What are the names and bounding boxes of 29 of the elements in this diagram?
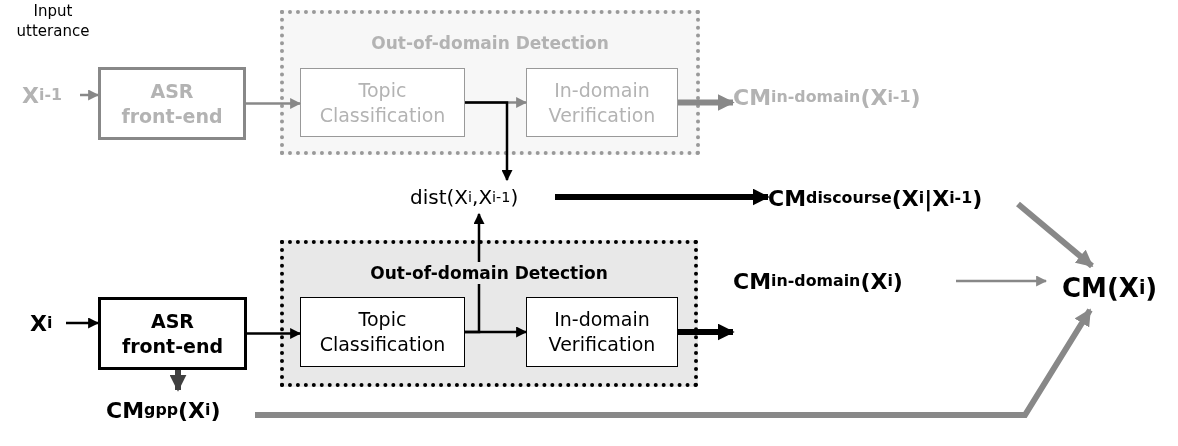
dotted-group-box: [280, 10, 700, 155]
process-box: [526, 68, 678, 137]
process-box: [98, 297, 247, 370]
box-label: Topic Classification: [318, 77, 447, 128]
arrow: [678, 323, 735, 341]
arrow: [247, 328, 302, 339]
box-label: ASR front-end: [120, 308, 225, 359]
box-label: Topic Classification: [318, 307, 447, 357]
arrow: [1016, 201, 1094, 269]
arrow: [80, 89, 100, 101]
input-note: Input utterance: [15, 2, 91, 41]
process-box: [300, 297, 465, 367]
process-box: [98, 67, 246, 140]
arrow: [956, 275, 1048, 287]
arrow: [555, 188, 770, 206]
arrow: [66, 317, 100, 329]
arrow: [465, 212, 485, 334]
group-title: Out-of-domain Detection: [368, 262, 610, 284]
box-label: ASR front-end: [120, 78, 224, 129]
dotted-group-box: [280, 240, 698, 387]
arrow: [465, 101, 513, 182]
arrow: [678, 94, 735, 111]
arrow: [255, 308, 1093, 418]
box-label: In-domain Verification: [547, 307, 657, 357]
arrow: [169, 370, 187, 392]
arrow: [246, 98, 302, 109]
process-box: [300, 68, 465, 137]
process-box: [526, 297, 678, 367]
box-label: In-domain Verification: [547, 77, 657, 128]
